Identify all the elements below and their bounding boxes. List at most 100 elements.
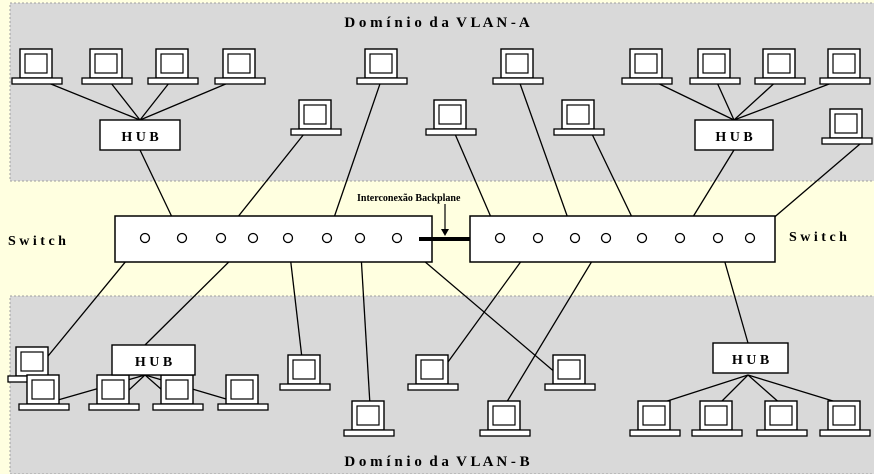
screen [101,379,125,400]
computer-icon [407,354,459,391]
screen [438,104,462,125]
screen [769,405,793,426]
screen [369,53,393,74]
hub-box [712,342,789,374]
hub-label: H U B [121,130,158,145]
computer-icon [217,374,269,411]
link-hub-b2-pc3 [747,374,847,406]
screen [505,53,529,74]
port-icon [176,232,188,244]
hub-label: H U B [715,130,752,145]
hub-label: H U B [135,355,172,370]
link-pc-b7 [359,237,371,406]
base [152,403,204,411]
computer-icon [544,354,596,391]
computer-icon [629,400,681,437]
switch-left [114,215,433,263]
screen [642,405,666,426]
computer-icon [492,48,544,85]
link-pc-a6 [326,77,383,239]
base [691,429,743,437]
computer-icon [88,374,140,411]
port-icon [391,232,403,244]
port-icon [354,232,366,244]
port-icon [600,232,612,244]
computer-icon [152,374,204,411]
link-hub-a1-pc1 [106,77,141,121]
backplane-arrowhead [441,229,449,236]
computer-icon [479,400,531,437]
hub-box [694,119,774,151]
backplane-label: Interconexão Backplane [357,193,461,204]
port-icon [215,232,227,244]
computer-icon [425,99,477,136]
hub-label: H U B [732,353,769,368]
link-hub-a2-pc0 [646,77,735,121]
base [217,403,269,411]
screen [303,104,327,125]
screen [702,53,726,74]
computer-icon [290,99,342,136]
computer-icon [279,354,331,391]
screen [832,53,856,74]
hub-vlan-a-right: H U B [694,119,774,151]
link-hub-a2-pc3 [733,77,846,121]
link-pc-b10 [504,237,607,406]
base [343,429,395,437]
vlan-b-title: D o m í n i o d a V L A N - B [344,454,529,470]
computer-icon [819,400,871,437]
hub-vlan-b-left: H U B [111,344,196,376]
computer-icon [81,48,133,85]
base [18,403,70,411]
port-icon [712,232,724,244]
hub-box [111,344,196,376]
link-hub-b2-pc0 [654,374,749,406]
computer-icon [821,108,873,145]
screen [230,379,254,400]
switch-left-label: S w i t c h [8,234,66,249]
base [754,77,806,85]
port-icon [636,232,648,244]
screen [634,53,658,74]
computer-icon [754,48,806,85]
base [544,383,596,391]
screen [832,405,856,426]
screen [94,53,118,74]
base [819,77,871,85]
link-hub-a2-pc2 [733,77,781,121]
link-pc-a8 [517,77,576,239]
link-hub-b2-pc2 [747,374,783,406]
computer-icon [621,48,673,85]
base [553,128,605,136]
computer-icon [11,48,63,85]
screen [492,405,516,426]
base [147,77,199,85]
port-icon [321,232,333,244]
screen [767,53,791,74]
screen [356,405,380,426]
link-hub-a1-pc3 [139,77,241,121]
computer-icon [689,48,741,85]
screen [165,379,189,400]
base [214,77,266,85]
link-hub-a2-pc1 [714,77,735,121]
base [756,429,808,437]
port-icon [282,232,294,244]
link-hub-b2-pc1 [717,374,749,406]
base [425,128,477,136]
port-icon [569,232,581,244]
screen [227,53,251,74]
base [88,403,140,411]
port-icon [139,232,151,244]
port-icon [532,232,544,244]
port-icon [494,232,506,244]
computer-icon [756,400,808,437]
hub-vlan-b-right: H U B [712,342,789,374]
screen [557,359,581,380]
screen [566,104,590,125]
computer-icon [147,48,199,85]
base [689,77,741,85]
computer-icon [18,374,70,411]
